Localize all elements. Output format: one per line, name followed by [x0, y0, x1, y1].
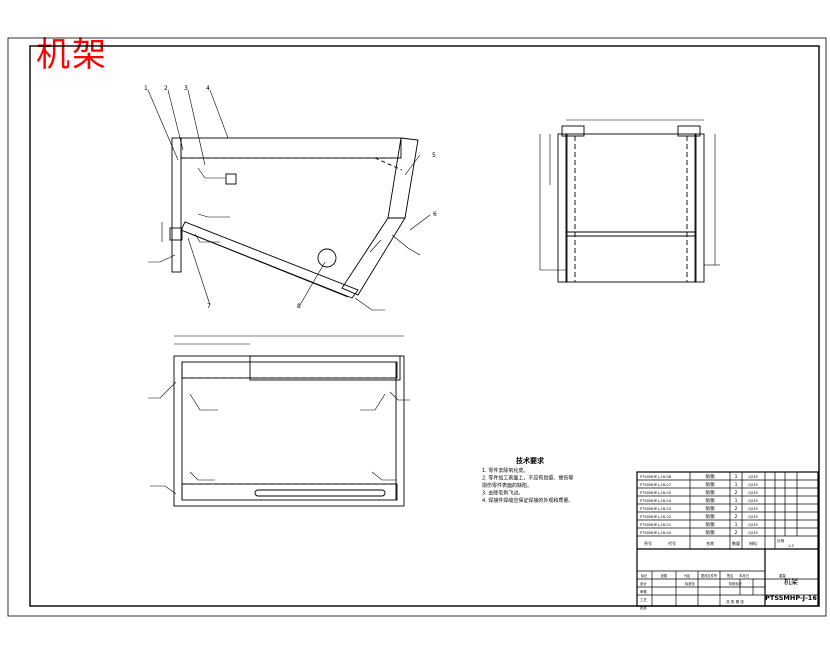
weight-label: 重量 — [779, 573, 786, 578]
sign-label: 更改文件号 — [701, 573, 717, 578]
tech-req-item: 3. 去除毛刺飞边。 — [482, 490, 523, 497]
part-qty: 2 — [735, 506, 738, 512]
title-block — [636, 471, 819, 607]
side-view — [539, 119, 720, 283]
part-qty: 2 — [735, 530, 738, 536]
tech-req-item: 4. 焊接件焊缝应保证焊接的外观和质量。 — [482, 497, 573, 504]
part-qty: 2 — [735, 514, 738, 520]
sign-label: 处数 — [661, 573, 668, 578]
part-code: PTSSMHP-J-16-02 — [640, 515, 671, 519]
callout-5: 5 — [432, 152, 436, 159]
role-label: 审核 — [640, 589, 647, 594]
part-code: PTSSMHP-J-16-00 — [640, 531, 672, 535]
role-label: 工艺 — [640, 597, 647, 602]
callout-2: 2 — [164, 85, 168, 92]
role-label: 批准 — [640, 605, 647, 610]
part-name: 角钢 — [706, 521, 715, 528]
sign-label: 标记 — [641, 573, 648, 578]
sign-label: 分区 — [684, 573, 691, 578]
part-code: PTSSMHP-J-16-06 — [640, 475, 672, 479]
part-material: Q235 — [748, 515, 758, 519]
part-name: 角钢 — [706, 497, 715, 504]
part-qty: 1 — [735, 482, 738, 488]
part-qty: 1 — [735, 522, 738, 528]
part-qty: 2 — [735, 490, 738, 496]
sign-label: 年月日 — [739, 573, 749, 578]
parts-header-cell: 材料 — [749, 540, 757, 546]
part-material: Q235 — [748, 475, 758, 479]
tech-req-item: 1. 零件去除氧化皮。 — [482, 467, 528, 474]
sheet-title: 机架 — [36, 35, 108, 75]
role-label: 设计 — [640, 581, 647, 586]
callout-7: 7 — [207, 303, 211, 310]
drawing-name: 机架 — [784, 577, 798, 586]
part-code: PTSSMHP-J-16-05 — [640, 491, 671, 495]
callout-1: 1 — [144, 85, 148, 92]
part-material: Q235 — [748, 507, 758, 511]
part-qty: 1 — [735, 498, 738, 504]
part-name: 角钢 — [706, 473, 715, 480]
tech-req-title: 技术要求 — [516, 456, 545, 465]
callout-4: 4 — [206, 85, 210, 92]
part-code: PTSSMHP-J-16-04 — [640, 499, 672, 503]
part-material: Q235 — [748, 491, 758, 495]
drawing-number: PTSSMHP-J-16 — [765, 594, 817, 602]
callout-3: 3 — [184, 85, 188, 92]
parts-header-cell: 名称 — [706, 540, 714, 546]
sign-label: 签名 — [727, 573, 733, 578]
scale-value: 1:5 — [788, 544, 794, 548]
parts-header-cell: 序号 — [644, 540, 652, 546]
part-code: PTSSMHP-J-16-07 — [640, 483, 671, 487]
part-code: PTSSMHP-J-16-01 — [640, 523, 671, 527]
callout-8: 8 — [297, 303, 301, 310]
part-name: 角钢 — [706, 489, 715, 496]
stage-label: 阶段标记 — [729, 581, 743, 586]
parts-header-cell: 代号 — [668, 540, 676, 546]
part-name: 角钢 — [706, 505, 715, 512]
inner-border — [29, 45, 820, 607]
part-name: 角钢 — [706, 513, 715, 520]
parts-header-cell: 数量 — [732, 540, 740, 546]
part-name: 角钢 — [706, 481, 715, 488]
part-name: 角钢 — [706, 529, 715, 536]
std-label: 标准化 — [685, 581, 695, 586]
part-qty: 1 — [735, 474, 738, 480]
top-view — [148, 335, 410, 507]
tech-req-item: 2. 零件加工表面上，不应有划痕、擦伤等 — [482, 475, 573, 482]
part-code: PTSSMHP-J-16-03 — [640, 507, 671, 511]
part-material: Q235 — [748, 531, 758, 535]
scale-label: 比例 — [777, 538, 785, 543]
callout-labels: 1 2 3 4 5 6 7 8 — [144, 85, 437, 310]
technical-requirements: 技术要求 1. 零件去除氧化皮。2. 零件加工表面上，不应有划痕、擦伤等损伤零件表… — [482, 456, 573, 504]
outer-border — [7, 37, 827, 617]
front-view — [147, 89, 431, 311]
sheet-count: 共 张 第 张 — [726, 599, 744, 604]
tech-req-item: 损伤零件表面的缺陷。 — [482, 482, 532, 489]
part-material: Q235 — [748, 483, 758, 487]
part-material: Q235 — [748, 523, 758, 527]
part-material: Q235 — [748, 499, 758, 503]
callout-6: 6 — [433, 211, 437, 218]
